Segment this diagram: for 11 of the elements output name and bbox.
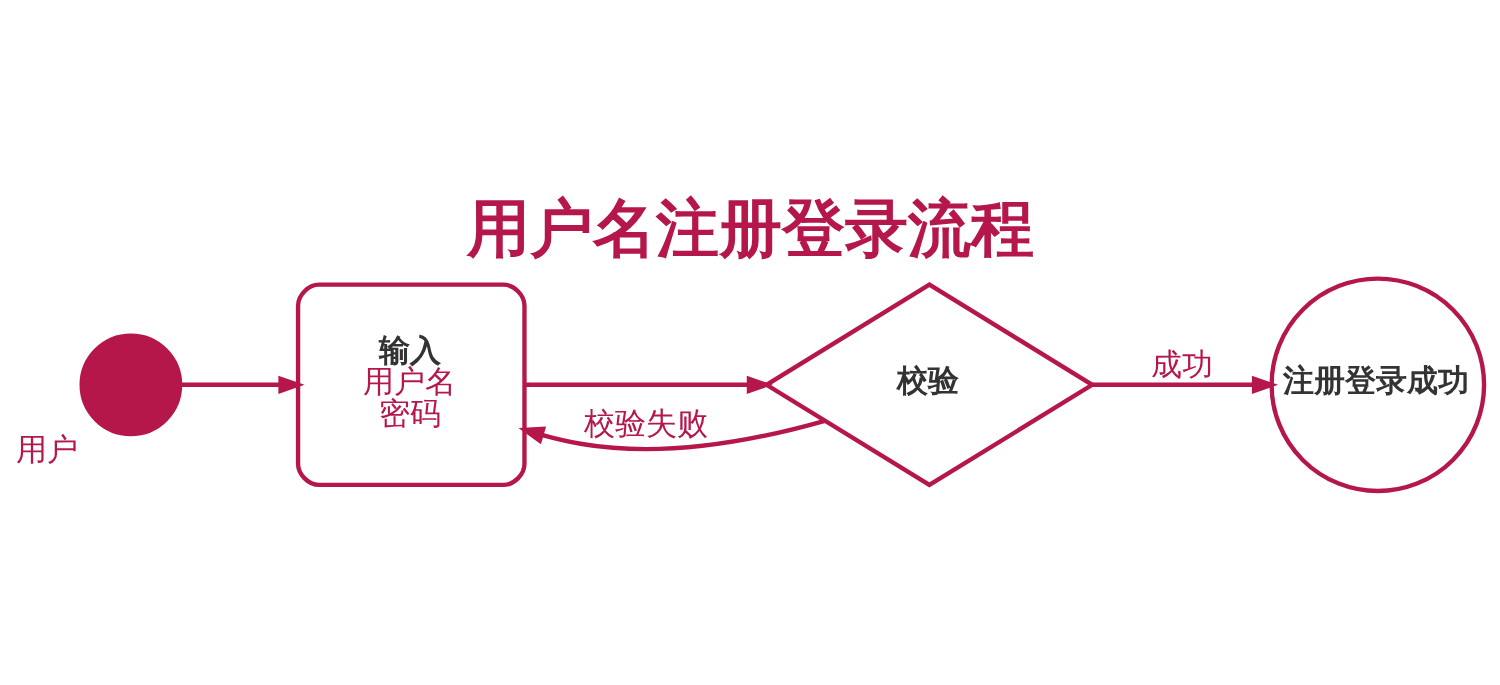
arrow <box>518 418 826 451</box>
node-person <box>79 332 183 436</box>
arrow <box>524 375 773 394</box>
edge-label: 成功 <box>1150 345 1213 382</box>
edge-label: 校验失败 <box>583 404 708 441</box>
node-box: 输入 用户名 密码 <box>295 282 527 487</box>
arrow <box>181 375 305 394</box>
node-label: 用户 <box>15 430 78 467</box>
diagram-title: 用户名注册登录流程 <box>466 191 1034 265</box>
node-circle: 注册登录成功 <box>1269 275 1487 493</box>
arrow <box>1092 375 1279 394</box>
